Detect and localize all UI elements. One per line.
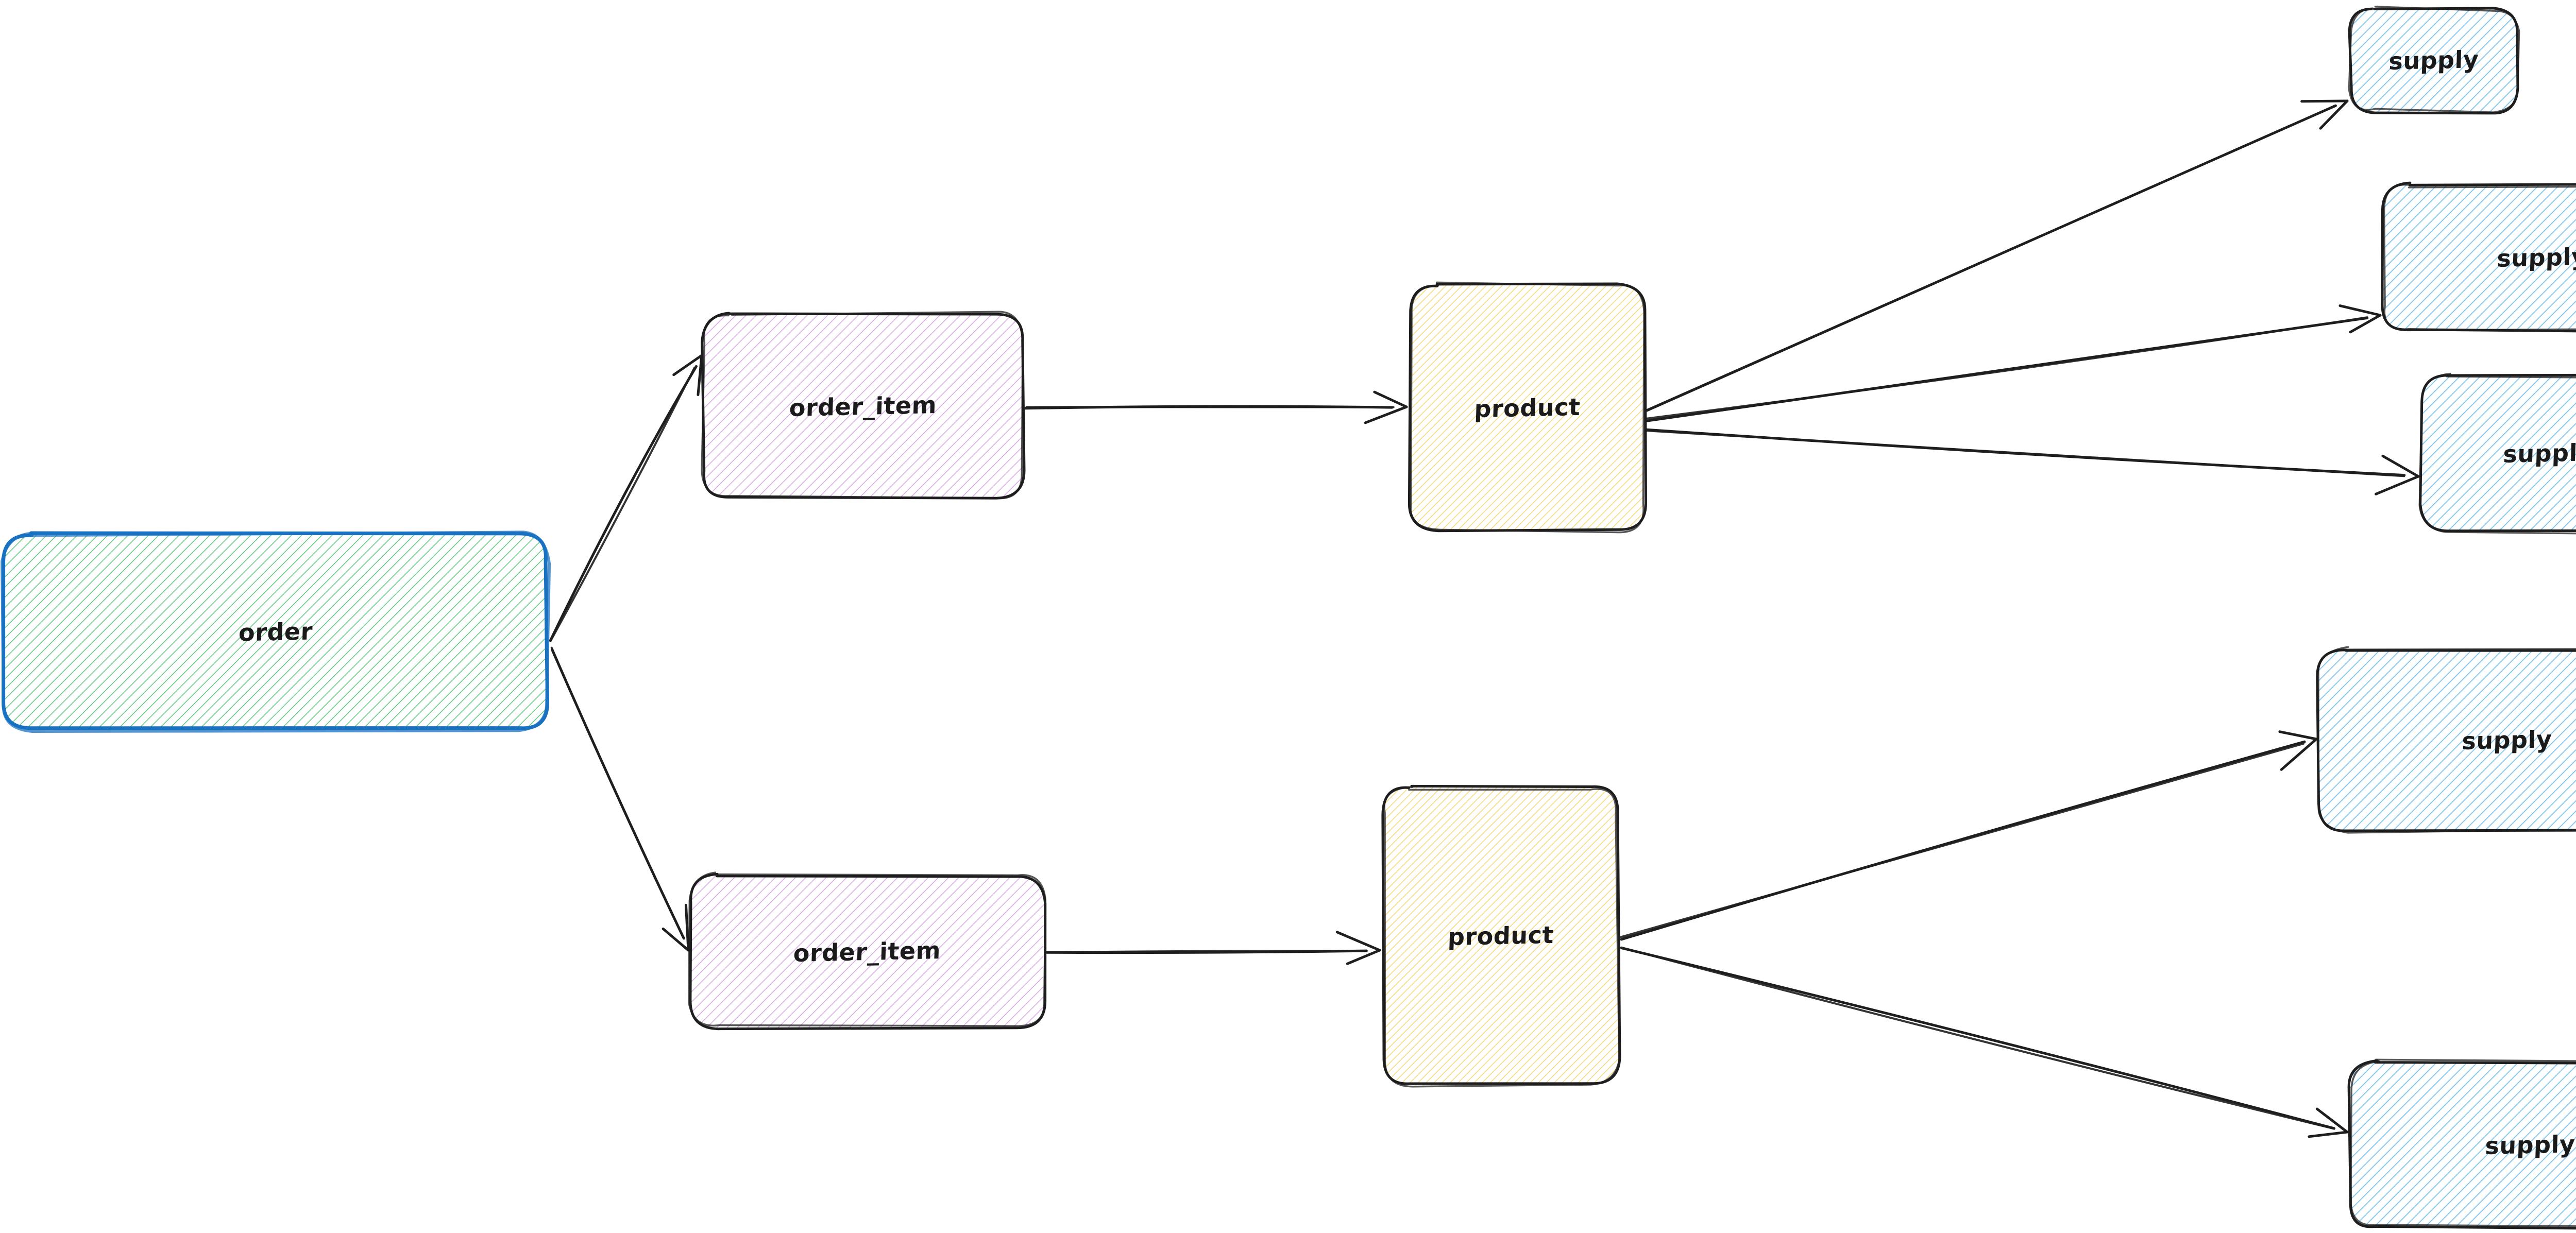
edge-line xyxy=(1646,430,2405,477)
node-fill xyxy=(2382,183,2576,331)
arrowhead-barb xyxy=(2319,99,2349,130)
node-outline xyxy=(1410,281,1645,534)
arrowhead-barb xyxy=(2349,314,2382,334)
node-order[interactable] xyxy=(1,530,551,733)
arrowhead-barb xyxy=(2375,475,2420,495)
arrowhead-barb xyxy=(2381,454,2420,478)
arrowhead-barb xyxy=(662,927,690,952)
node-outline xyxy=(2350,1058,2576,1227)
node-outline xyxy=(2381,181,2576,333)
node-fill xyxy=(1410,284,1646,531)
arrowhead-barb xyxy=(1373,390,1408,408)
arrowhead-barb xyxy=(1335,931,1381,952)
edge-product_bottom-to-supply_4[interactable] xyxy=(1619,730,2318,941)
edge-product_top-to-supply_1[interactable] xyxy=(1644,99,2349,413)
node-outline xyxy=(2347,1059,2576,1230)
arrowhead-barb xyxy=(2338,304,2382,317)
edge-order_item_top-to-product_top[interactable] xyxy=(1024,390,1408,424)
node-order_item_top[interactable] xyxy=(701,311,1026,500)
node-fill xyxy=(690,875,1044,1029)
node-outline xyxy=(1,530,551,733)
arrowhead-barb xyxy=(1364,405,1408,424)
node-fill xyxy=(2420,375,2576,533)
edge-line xyxy=(1646,316,2368,420)
node-outline xyxy=(2348,6,2520,113)
node-outline xyxy=(2418,372,2576,535)
node-order_item_bottom[interactable] xyxy=(688,871,1047,1031)
edge-line xyxy=(549,366,696,642)
edge-order-to-order_item_bottom[interactable] xyxy=(550,646,690,952)
edge-order-to-order_item_top[interactable] xyxy=(549,354,703,642)
nodes-layer xyxy=(1,6,2576,1230)
node-supply_2[interactable] xyxy=(2381,181,2576,333)
edge-order_item_bottom-to-product_bottom[interactable] xyxy=(1044,931,1381,965)
arrowhead-barb xyxy=(672,354,703,376)
node-supply_4[interactable] xyxy=(2316,646,2576,834)
node-fill xyxy=(2350,8,2518,113)
edges-layer xyxy=(549,99,2420,1138)
arrowhead-barb xyxy=(2280,738,2318,771)
node-fill xyxy=(703,314,1024,498)
arrowhead-barb xyxy=(684,903,690,952)
node-outline xyxy=(1383,786,1620,1088)
edge-line xyxy=(1620,947,2335,1130)
arrowhead-barb xyxy=(1346,949,1381,965)
node-fill xyxy=(1382,786,1619,1086)
node-outline xyxy=(688,871,1047,1027)
node-supply_5[interactable] xyxy=(2347,1058,2576,1230)
node-supply_3[interactable] xyxy=(2418,372,2576,535)
edge-line xyxy=(549,365,698,642)
edge-line xyxy=(1619,742,2305,938)
node-fill xyxy=(3,534,548,729)
node-outline xyxy=(701,311,1024,500)
edge-product_top-to-supply_3[interactable] xyxy=(1645,428,2420,495)
edge-line xyxy=(1646,105,2336,412)
arrowhead-barb xyxy=(2308,1131,2349,1138)
edge-line xyxy=(1620,946,2335,1130)
node-supply_1[interactable] xyxy=(2348,6,2520,115)
node-product_top[interactable] xyxy=(1408,281,1648,534)
node-fill xyxy=(2317,649,2576,831)
node-outline xyxy=(1408,282,1648,533)
node-product_bottom[interactable] xyxy=(1381,784,1621,1088)
node-fill xyxy=(2349,1062,2576,1228)
edge-line xyxy=(1044,950,1368,954)
node-outline xyxy=(2383,183,2576,332)
arrowhead-barb xyxy=(2315,1107,2349,1134)
edge-product_bottom-to-supply_5[interactable] xyxy=(1620,946,2349,1138)
edge-line xyxy=(550,646,685,938)
node-outline xyxy=(2317,646,2576,834)
arrowhead-barb xyxy=(2278,730,2318,741)
edge-product_top-to-supply_2[interactable] xyxy=(1645,304,2382,422)
